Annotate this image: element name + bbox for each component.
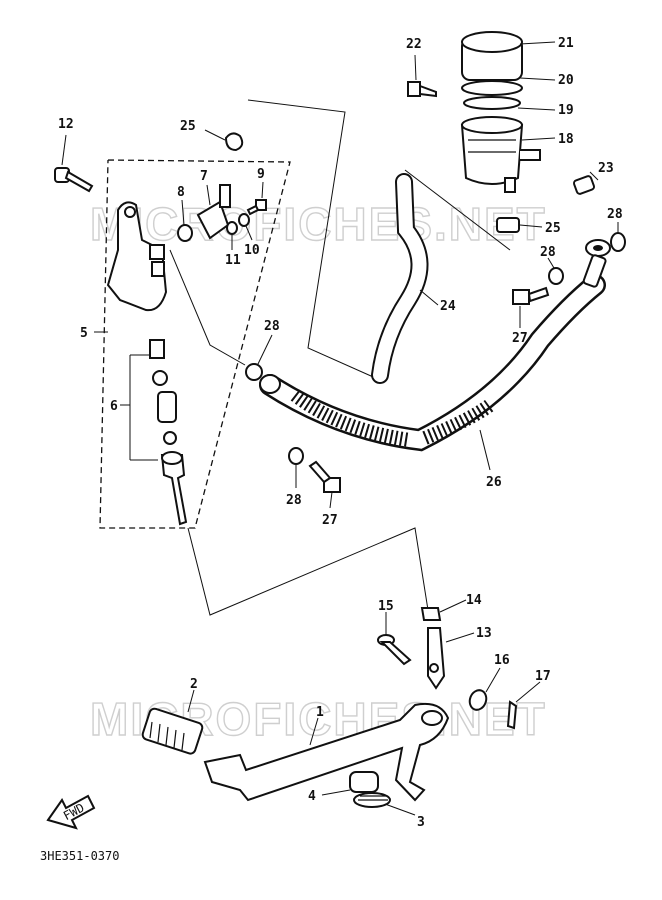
- callout-22: 22: [406, 37, 422, 52]
- connection-line-fitting: [404, 169, 511, 251]
- callout-28-bottom: 28: [286, 493, 302, 508]
- callout-28-right: 28: [540, 245, 556, 260]
- nut-14: [420, 607, 442, 621]
- fwd-arrow-icon: FWD: [46, 794, 96, 830]
- callout-18: 18: [558, 132, 574, 147]
- callout-28-right-top: 28: [607, 207, 623, 222]
- callout-4: 4: [308, 789, 316, 804]
- callout-8: 8: [177, 185, 185, 200]
- assembly-outline: [99, 159, 291, 529]
- hose-clamp-25-upper: [224, 132, 244, 152]
- diagram-code: 3HE351-0370: [40, 849, 119, 863]
- piston-kit-6: [149, 339, 188, 526]
- union-bolt-27-right: [512, 286, 550, 305]
- callout-16: 16: [494, 653, 510, 668]
- washer-28-bottom: [288, 447, 304, 465]
- brake-hose-26: [259, 239, 611, 452]
- callout-15: 15: [378, 599, 394, 614]
- callout-3: 3: [417, 815, 425, 830]
- clip-23: [572, 175, 596, 195]
- washer-10: [238, 213, 250, 227]
- part-11: [226, 221, 238, 235]
- watermark-top: MICROFICHES.NET: [90, 198, 547, 250]
- pedal-rubber-2: [141, 707, 204, 755]
- callout-14: 14: [466, 593, 482, 608]
- master-cylinder-body: [106, 201, 168, 312]
- cotter-pin-17: [506, 700, 518, 730]
- banjo-fitting: [259, 374, 281, 394]
- callout-10: 10: [244, 243, 260, 258]
- callout-23: 23: [598, 161, 614, 176]
- callout-12: 12: [58, 117, 74, 132]
- callout-27-bottom: 27: [322, 513, 338, 528]
- pin-15: [377, 634, 412, 666]
- spacer-4: [349, 771, 379, 793]
- callout-2: 2: [190, 677, 198, 692]
- o-ring-8: [177, 224, 193, 242]
- washer-16: [468, 689, 488, 711]
- connection-line-pushrod: [187, 527, 429, 616]
- callout-21: 21: [558, 36, 574, 51]
- callout-28-left: 28: [264, 319, 280, 334]
- callout-13: 13: [476, 626, 492, 641]
- callout-25-left: 25: [180, 119, 196, 134]
- callout-27-right: 27: [512, 331, 528, 346]
- washer-28-right-top: [610, 232, 626, 252]
- callout-labels: 21 20 19 18 22 23 25 25 12 8 7 9 10 11 5…: [58, 36, 623, 830]
- callout-24: 24: [440, 299, 456, 314]
- callout-17: 17: [535, 669, 551, 684]
- hose-clamp-25-lower: [496, 217, 520, 233]
- callout-19: 19: [558, 103, 574, 118]
- connection-line-bracket: [169, 249, 246, 366]
- callout-5: 5: [80, 326, 88, 341]
- callout-9: 9: [257, 167, 265, 182]
- screw-22: [407, 81, 437, 98]
- callout-7: 7: [200, 169, 208, 184]
- union-bolt-27-bottom: [308, 460, 341, 493]
- callout-1: 1: [316, 705, 324, 720]
- bolt-9: [246, 199, 267, 216]
- spring-3: [353, 792, 391, 808]
- callout-11: 11: [225, 253, 241, 268]
- callout-20: 20: [558, 73, 574, 88]
- bolt-12: [54, 167, 94, 193]
- callout-6: 6: [110, 399, 118, 414]
- callout-26: 26: [486, 475, 502, 490]
- brake-pedal-1: [203, 702, 450, 802]
- callout-leaders: [61, 41, 619, 816]
- clevis-13: [427, 627, 446, 690]
- connection-line-hose: [247, 99, 381, 381]
- washer-28-right: [548, 267, 564, 285]
- callout-25-right: 25: [545, 221, 561, 236]
- washer-28-left: [245, 363, 263, 381]
- reservoir-assembly: [460, 31, 541, 193]
